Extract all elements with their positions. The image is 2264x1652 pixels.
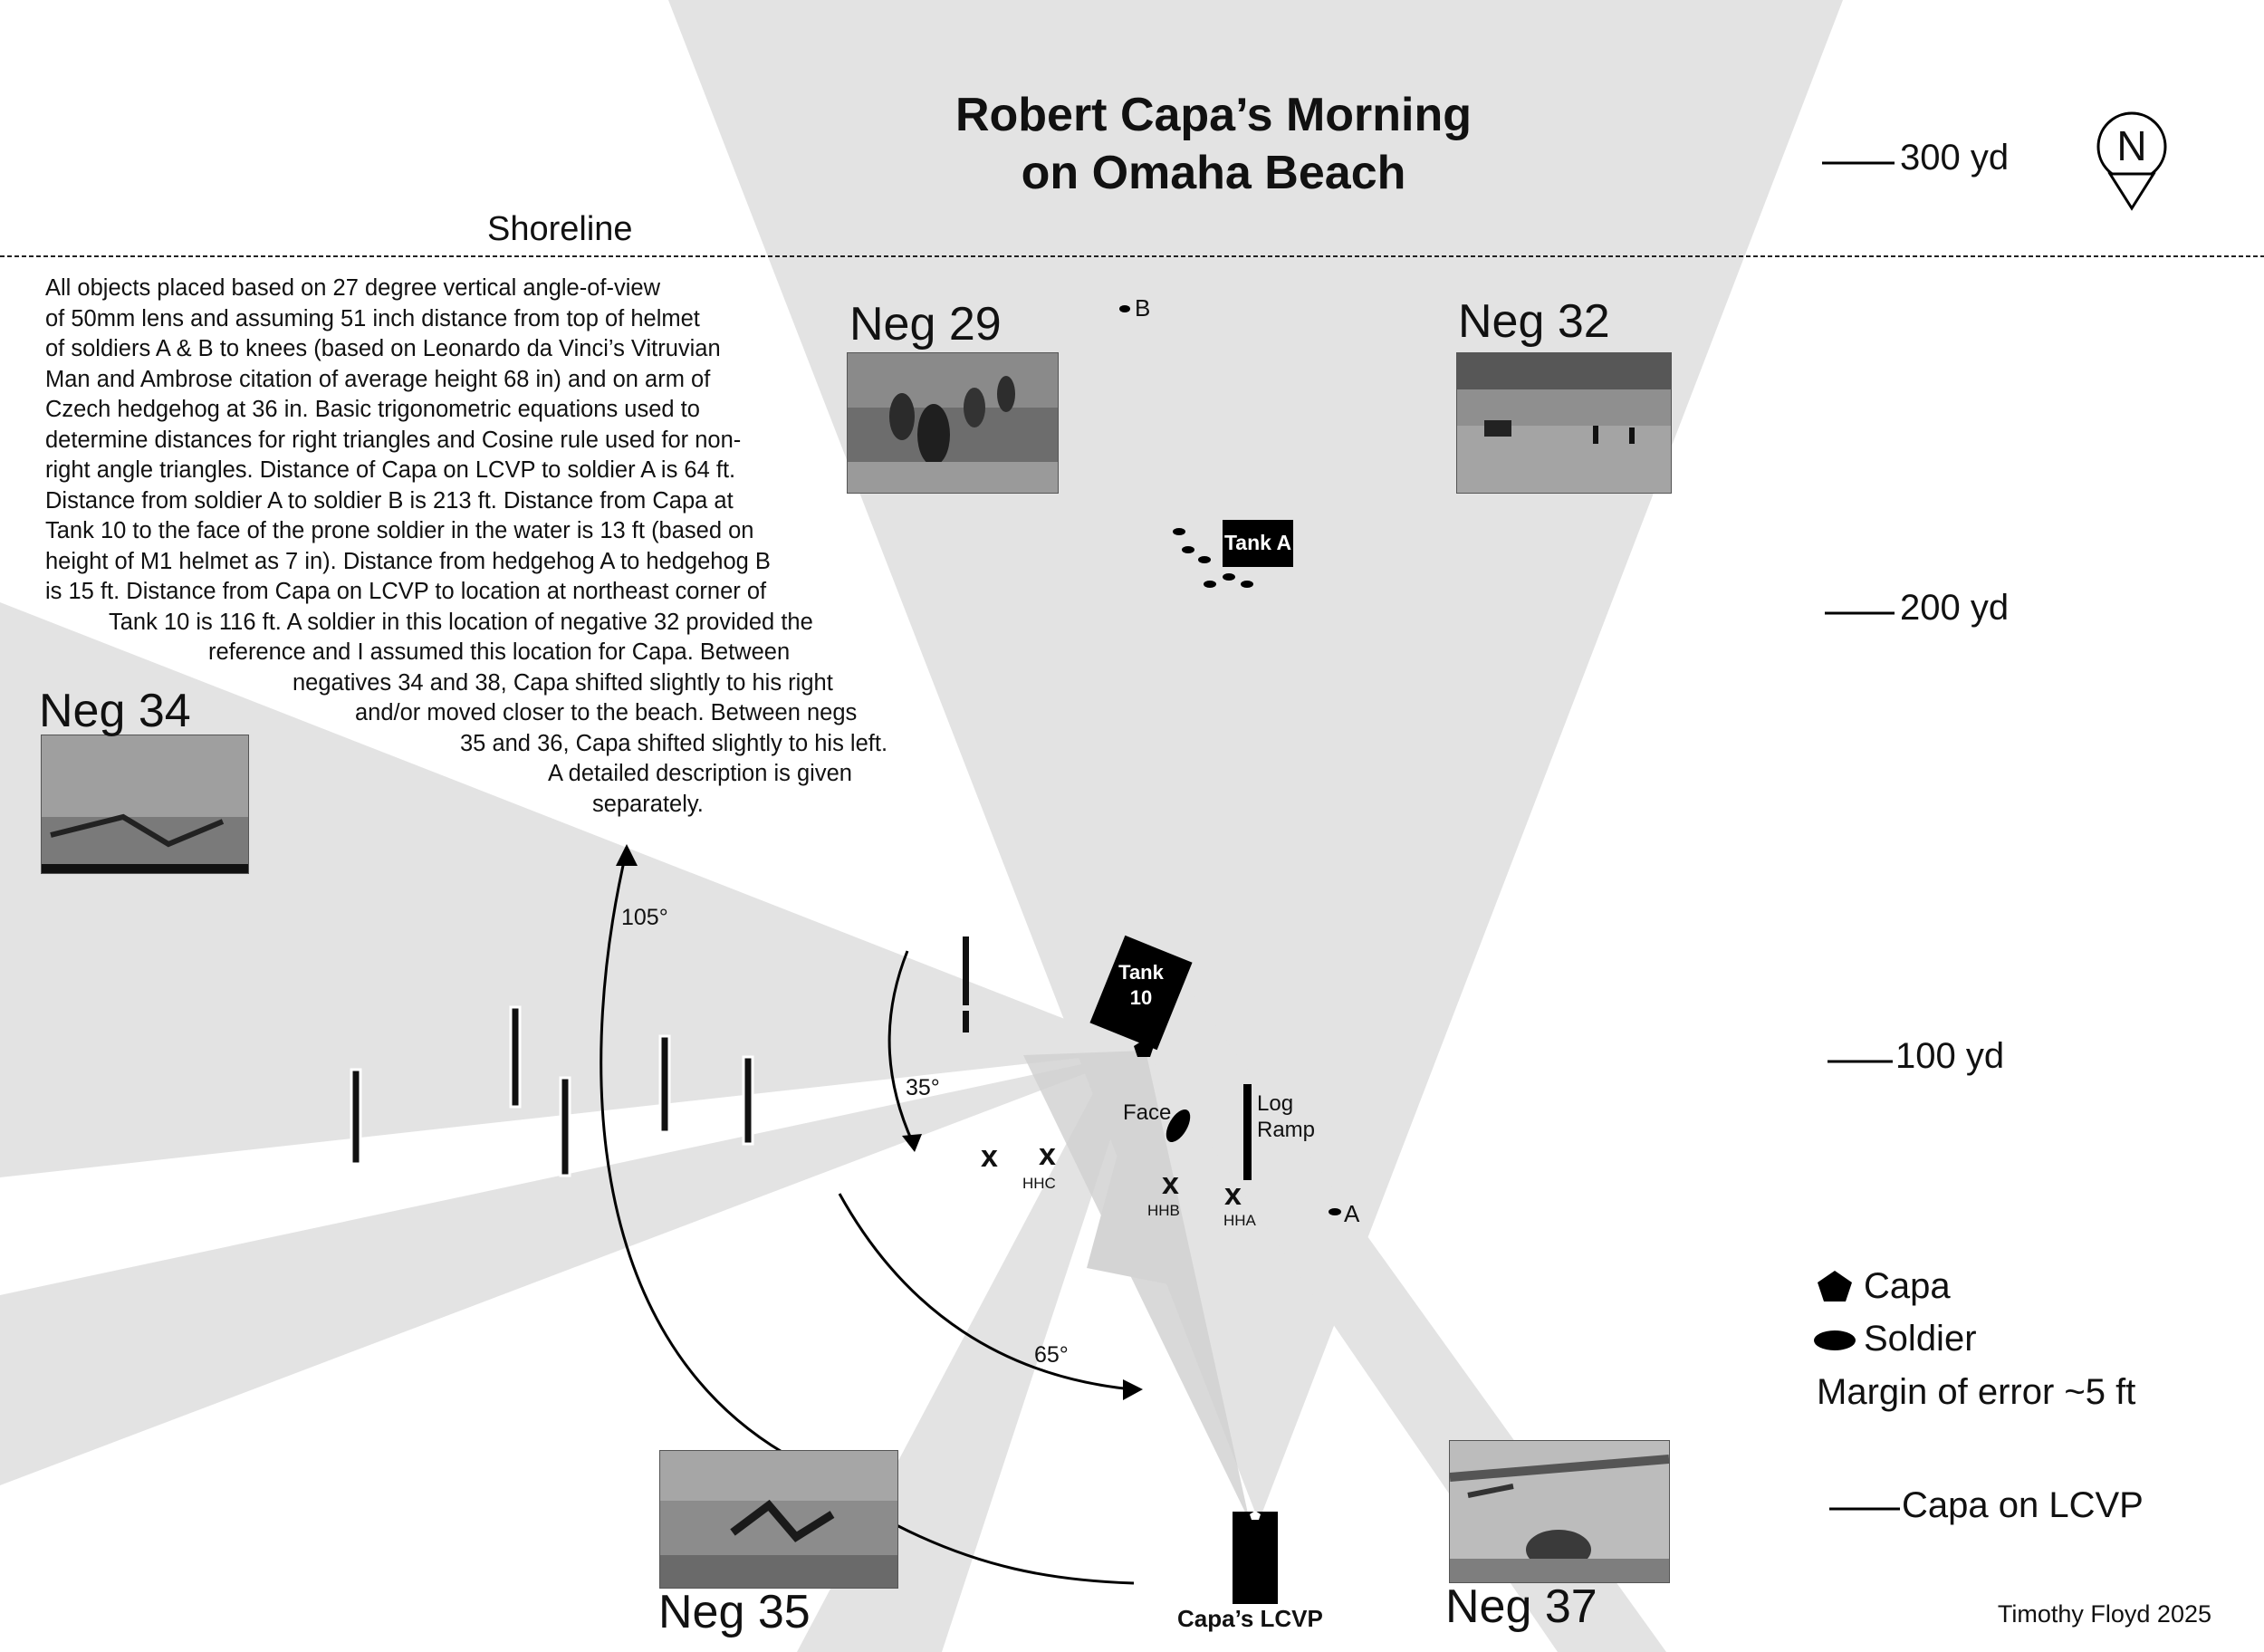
hedgehog-c-x-marker: x bbox=[1039, 1138, 1056, 1172]
obstacle-bar-gap bbox=[961, 1005, 971, 1011]
tank-10-line-1: Tank bbox=[1118, 961, 1164, 984]
arc-65-arrow bbox=[1123, 1379, 1143, 1400]
obstacle-bar bbox=[658, 1034, 671, 1134]
desc-line: reference and I assumed this location fo… bbox=[208, 639, 791, 665]
obstacle-bar bbox=[963, 936, 969, 1032]
neg32-label: Neg 32 bbox=[1458, 295, 1610, 348]
desc-line: Czech hedgehog at 36 in. Basic trigonome… bbox=[45, 397, 700, 422]
tank-a bbox=[1223, 520, 1293, 567]
log-ramp bbox=[1243, 1084, 1252, 1180]
angle-105-label: 105° bbox=[621, 905, 668, 930]
neg29-label: Neg 29 bbox=[849, 298, 1002, 351]
scale-100-label: 100 yd bbox=[1895, 1036, 2005, 1076]
desc-line: of 50mm lens and assuming 51 inch distan… bbox=[45, 305, 700, 331]
desc-line: and/or moved closer to the beach. Betwee… bbox=[355, 700, 858, 725]
desc-line: Man and Ambrose citation of average heig… bbox=[45, 366, 711, 392]
soldier-marker bbox=[1182, 546, 1194, 553]
arc-105-arrow bbox=[616, 844, 638, 866]
desc-line: Distance from soldier A to soldier B is … bbox=[45, 487, 734, 514]
face-soldier-marker bbox=[1166, 1109, 1191, 1143]
compass-n-label: N bbox=[2116, 122, 2147, 169]
tank-10-label: Tank 10 bbox=[1105, 960, 1177, 1011]
desc-line: A detailed description is given bbox=[548, 761, 852, 786]
photo-neg35 bbox=[659, 1450, 898, 1589]
title-line-1: Robert Capa’s Morning bbox=[955, 89, 1473, 141]
soldier-marker bbox=[1223, 573, 1235, 581]
scale-200-label: 200 yd bbox=[1900, 588, 2010, 628]
neg35-label: Neg 35 bbox=[658, 1586, 811, 1638]
arc-105 bbox=[600, 849, 784, 1455]
soldier-marker bbox=[1198, 556, 1211, 563]
angle-35-label: 35° bbox=[906, 1075, 940, 1100]
desc-line: separately. bbox=[592, 791, 704, 817]
face-label: Face bbox=[1123, 1100, 1172, 1125]
hha-label: HHA bbox=[1223, 1212, 1256, 1229]
legend-error-label: Margin of error ~5 ft bbox=[1817, 1372, 2136, 1412]
obstacle-bar bbox=[742, 1055, 754, 1146]
capa-marker bbox=[1134, 1040, 1154, 1057]
photo-neg32 bbox=[1456, 352, 1672, 494]
hedgehog-x-marker: x bbox=[981, 1139, 998, 1174]
soldier-a-marker bbox=[1329, 1208, 1341, 1215]
scale-lcvp-label: Capa on LCVP bbox=[1902, 1485, 2144, 1525]
tank-10-line-2: 10 bbox=[1129, 986, 1153, 1009]
photo-neg37 bbox=[1449, 1440, 1670, 1583]
obstacle-bar bbox=[509, 1005, 522, 1109]
tank-10 bbox=[1089, 935, 1193, 1051]
desc-line: Tank 10 is 116 ft. A soldier in this loc… bbox=[109, 609, 813, 635]
neg34-label: Neg 34 bbox=[39, 685, 191, 737]
desc-line: right angle triangles. Distance of Capa … bbox=[45, 457, 736, 483]
desc-line: height of M1 helmet as 7 in). Distance f… bbox=[45, 548, 771, 574]
fov-neg34-lower bbox=[0, 1051, 1146, 1485]
fov-tank10-cone bbox=[1023, 1051, 1250, 1522]
legend-capa-label: Capa bbox=[1864, 1266, 1951, 1306]
desc-line: of soldiers A & B to knees (based on Leo… bbox=[45, 336, 721, 361]
soldier-marker bbox=[1173, 528, 1185, 535]
title-line-2: on Omaha Beach bbox=[1021, 147, 1406, 199]
desc-line: 35 and 36, Capa shifted slightly to his … bbox=[460, 730, 888, 756]
compass-pointer bbox=[2107, 172, 2156, 211]
obstacle-bar bbox=[350, 1068, 362, 1166]
desc-line: All objects placed based on 27 degree ve… bbox=[45, 275, 660, 301]
legend-capa-icon bbox=[1818, 1271, 1852, 1301]
photo-neg29 bbox=[847, 352, 1059, 494]
soldier-b-label: B bbox=[1135, 294, 1151, 322]
hedgehog-b-x-marker: x bbox=[1162, 1167, 1179, 1201]
lcvp-marker bbox=[1233, 1512, 1278, 1604]
shoreline-label: Shoreline bbox=[487, 210, 633, 248]
arc-35 bbox=[887, 950, 915, 1144]
soldier-b-marker bbox=[1119, 305, 1130, 312]
legend-soldier-label: Soldier bbox=[1864, 1319, 1977, 1359]
arc-35-arrow bbox=[902, 1134, 922, 1152]
soldier-marker bbox=[1204, 581, 1216, 588]
hedgehog-a-x-marker: x bbox=[1224, 1177, 1242, 1212]
desc-line: negatives 34 and 38, Capa shifted slight… bbox=[293, 669, 833, 696]
log-label: Log bbox=[1257, 1091, 1294, 1116]
hhc-label: HHC bbox=[1022, 1175, 1056, 1192]
scale-300-label: 300 yd bbox=[1900, 138, 2010, 178]
tank-a-label: Tank A bbox=[1223, 531, 1292, 554]
hhb-label: HHB bbox=[1147, 1202, 1180, 1219]
arc-neg35 bbox=[896, 1523, 1135, 1585]
photo-neg34 bbox=[41, 735, 249, 874]
desc-line: Tank 10 to the face of the prone soldier… bbox=[45, 518, 754, 543]
neg37-label: Neg 37 bbox=[1445, 1580, 1597, 1633]
page-title: Robert Capa’s Morning on Omaha Beach bbox=[851, 86, 1576, 202]
angle-65-label: 65° bbox=[1034, 1342, 1069, 1368]
obstacle-bar bbox=[559, 1076, 571, 1177]
legend-soldier-icon bbox=[1814, 1330, 1856, 1350]
fov-tank10-overlap bbox=[1087, 1051, 1177, 1286]
ramp-label: Ramp bbox=[1257, 1118, 1316, 1142]
lcvp-label: Capa’s LCVP bbox=[1177, 1605, 1323, 1632]
description-text: All objects placed based on 27 degree ve… bbox=[45, 274, 987, 820]
soldier-marker bbox=[1241, 581, 1253, 588]
desc-line: determine distances for right triangles … bbox=[45, 427, 742, 453]
arc-65 bbox=[838, 1193, 1133, 1391]
credit-text: Timothy Floyd 2025 bbox=[1997, 1600, 2211, 1628]
desc-line: is 15 ft. Distance from Capa on LCVP to … bbox=[45, 579, 767, 604]
fov-neg34-upper bbox=[0, 602, 1146, 1177]
lcvp-capa-marker bbox=[1250, 1511, 1261, 1520]
soldier-a-label: A bbox=[1344, 1200, 1360, 1227]
